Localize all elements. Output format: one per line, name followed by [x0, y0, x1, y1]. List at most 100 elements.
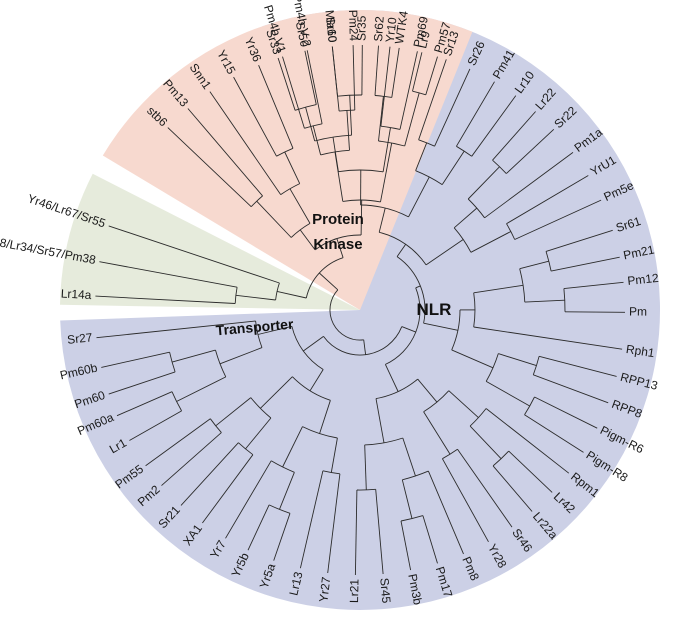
tree-branch [257, 325, 293, 335]
tree-branch [360, 199, 363, 236]
tree-arc [378, 140, 405, 147]
tree-branch [375, 489, 384, 575]
transporter-label: Transporter [215, 316, 294, 339]
tree-branch [108, 225, 280, 284]
tree-branch [176, 376, 227, 402]
tree-branch [378, 96, 384, 142]
transporter-sector [60, 173, 360, 310]
tree-arc [545, 251, 552, 272]
tree-branch [534, 396, 598, 429]
tree-branch [273, 513, 291, 561]
protein-kinase-label-line2: Kinase [313, 236, 362, 253]
tree-branch [415, 142, 428, 171]
tree-branch [384, 364, 399, 392]
tree-branch [485, 381, 530, 407]
tree-branch [396, 244, 407, 257]
tree-branch [145, 418, 211, 467]
tree-branch [425, 239, 464, 266]
leaf-label: Pm21 [622, 242, 656, 262]
tree-branch [442, 458, 489, 543]
tree-branch [364, 444, 367, 490]
tree-branch [415, 285, 421, 289]
leaf-label: Sr35 [354, 15, 368, 41]
tree-branch [277, 57, 296, 111]
tree-branch [524, 414, 584, 453]
tree-branch [363, 339, 367, 355]
tree-branch [453, 207, 478, 229]
tree-arc [469, 408, 487, 427]
leaf-label: Pm12 [627, 271, 660, 288]
tree-branch [538, 355, 617, 377]
leaf-label: Lr21 [347, 579, 361, 604]
tree-branch [202, 454, 254, 524]
tree-arc [532, 356, 540, 375]
tree-branch [404, 92, 420, 147]
tree-branch [408, 176, 430, 218]
tree-branch [401, 326, 416, 333]
tree-branch [245, 417, 272, 450]
tree-branch [332, 137, 339, 172]
tree-branch [471, 95, 517, 157]
tree-arc [302, 426, 338, 439]
tree-branch [374, 45, 379, 96]
tree-branch [519, 260, 549, 270]
leaf-label: Sr50 [293, 20, 312, 48]
tree-branch [564, 311, 626, 313]
tree-branch [391, 47, 400, 98]
tree-branch [299, 470, 324, 569]
tree-branch [473, 326, 623, 350]
tree-branch [354, 489, 358, 576]
tree-arc [268, 504, 291, 514]
tree-branch [492, 111, 536, 161]
leaf-label: Pm [629, 304, 647, 318]
tree-branch [108, 371, 176, 395]
tree-branch [304, 50, 317, 105]
nlr-sector [60, 9, 661, 610]
protein-kinase-sector [102, 9, 473, 311]
tree-branch [484, 152, 574, 219]
tree-branch [545, 229, 613, 252]
tree-branch [422, 515, 438, 564]
tree-branch [524, 299, 565, 303]
tree-branch [456, 81, 495, 147]
tree-branch [533, 374, 609, 404]
tree-branch [506, 175, 589, 225]
tree-branch [498, 353, 537, 367]
tree-branch [305, 107, 316, 142]
tree-branch [171, 349, 216, 363]
tree-arc [506, 223, 516, 240]
leaf-label: Lr9 [415, 29, 433, 49]
tree-arc [519, 268, 526, 303]
tree-branch [505, 128, 555, 174]
tree-branch [336, 238, 344, 258]
tree-arc [467, 198, 485, 219]
tree-branch [492, 465, 533, 512]
tree-branch [469, 425, 502, 460]
tree-arc [169, 352, 176, 373]
tree-arc [374, 95, 392, 98]
tree-branch [219, 347, 263, 365]
tree-arc [290, 223, 311, 238]
tree-branch [284, 151, 301, 184]
tree-branch [382, 127, 391, 172]
tree-branch [563, 281, 624, 290]
tree-branch [375, 398, 385, 443]
tree-branch [346, 110, 350, 151]
tree-branch [95, 295, 236, 304]
tree-branch [551, 256, 620, 272]
tree-branch [485, 408, 570, 474]
leaf-label: Sr62 [371, 16, 387, 43]
tree-branch [349, 95, 353, 136]
tree-branch [209, 91, 282, 195]
tree-branch [402, 437, 416, 477]
tree-arc [360, 204, 409, 218]
tree-branch [451, 349, 494, 369]
tree-branch [260, 376, 293, 409]
tree-branch [235, 294, 276, 301]
leaf-label: WTK4 [392, 10, 411, 45]
tree-branch [448, 390, 479, 418]
leaf-label: Pm24 [346, 10, 361, 42]
tree-branch [116, 391, 173, 417]
leaf-label: Sr27 [66, 330, 93, 347]
leaf-label: Pm3b [405, 573, 425, 607]
